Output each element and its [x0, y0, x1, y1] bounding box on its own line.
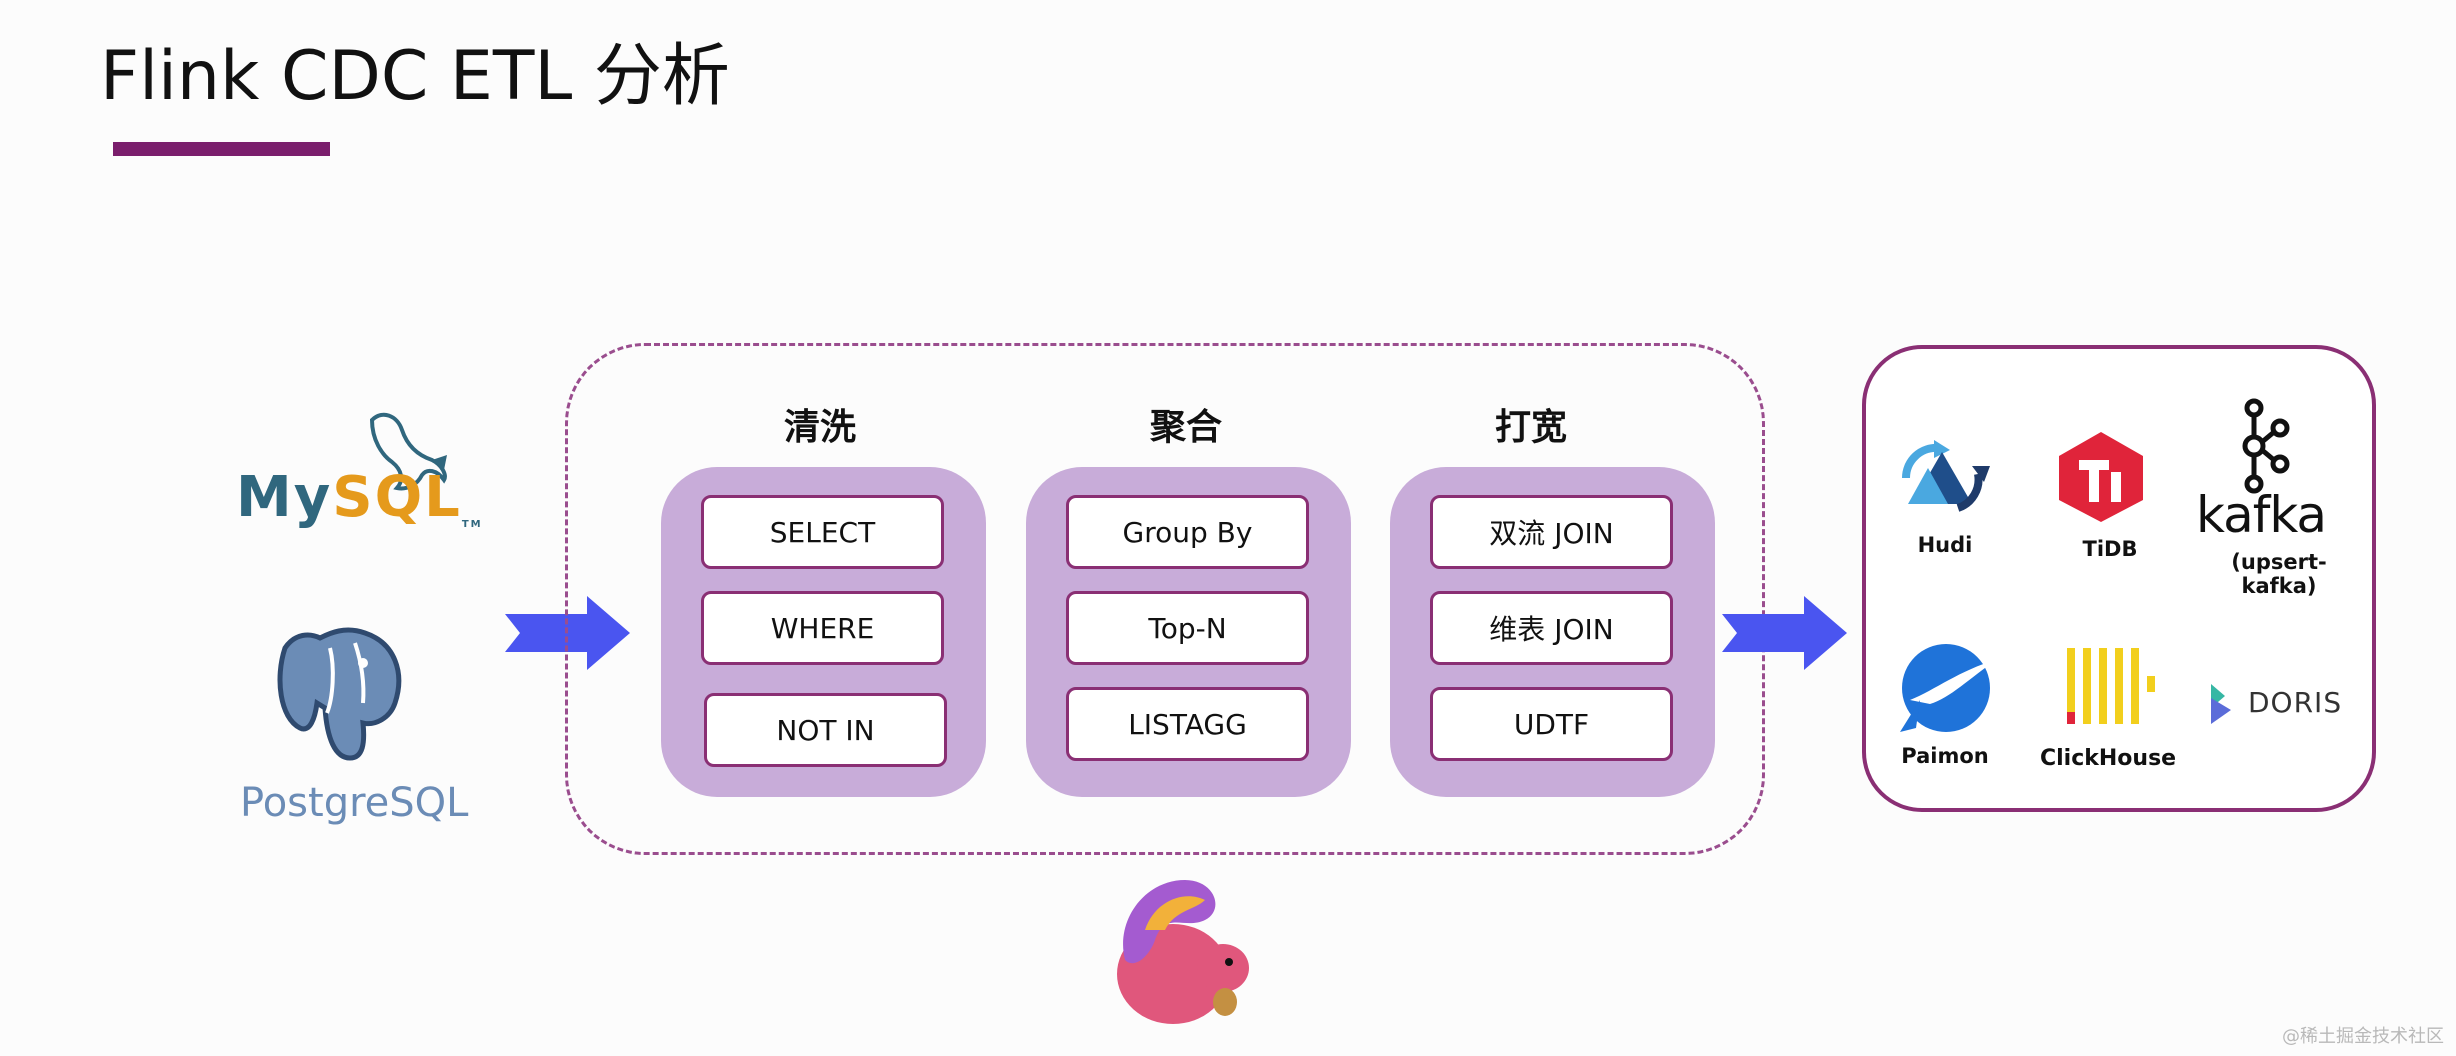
postgresql-elephant-icon	[277, 627, 402, 761]
op-udtf: UDTF	[1430, 687, 1673, 761]
mysql-dolphin-icon	[369, 412, 447, 491]
sink-label-doris: DORIS	[2248, 686, 2343, 719]
sink-label-clickhouse: ClickHouse	[2040, 746, 2177, 771]
watermark: @稀土掘金技术社区	[2282, 1026, 2444, 1047]
op-dim-table-join: 维表 JOIN	[1430, 591, 1673, 665]
column-title-widen: 打宽	[1494, 407, 1567, 448]
mysql-sql: SQL	[332, 465, 462, 530]
column-panel-aggregate: Group By Top-N LISTAGG	[1026, 467, 1351, 797]
op-where: WHERE	[701, 591, 944, 665]
op-group-by: Group By	[1066, 495, 1309, 569]
sink-container	[1862, 345, 2376, 812]
mysql-logo-text: MySQLTM	[236, 465, 483, 530]
sink-label-kafka: kafka	[2196, 486, 2327, 544]
output-arrow-icon	[1722, 596, 1847, 670]
mysql-tm: TM	[461, 519, 483, 530]
mysql-my: My	[236, 465, 333, 530]
flink-squirrel-icon	[1117, 880, 1249, 1024]
op-dual-stream-join: 双流 JOIN	[1430, 495, 1673, 569]
column-panel-widen: 双流 JOIN 维表 JOIN UDTF	[1390, 467, 1715, 797]
kafka-icon	[2242, 398, 2290, 494]
op-not-in: NOT IN	[704, 693, 947, 767]
flink-processing-container	[565, 343, 1765, 855]
hudi-icon	[1901, 440, 1990, 512]
sink-label-hudi: Hudi	[1917, 533, 1973, 557]
title-underline	[113, 142, 330, 156]
op-top-n: Top-N	[1066, 591, 1309, 665]
postgresql-logo-text: PostgreSQL	[240, 780, 469, 826]
page-title: Flink CDC ETL 分析	[100, 37, 730, 116]
op-select: SELECT	[701, 495, 944, 569]
column-title-aggregate: 聚合	[1149, 407, 1222, 448]
sink-label-paimon: Paimon	[1901, 744, 1989, 768]
clickhouse-icon	[2067, 648, 2155, 724]
op-listagg: LISTAGG	[1066, 687, 1309, 761]
paimon-icon	[1900, 644, 1996, 732]
sink-label-tidb: TiDB	[2082, 537, 2138, 561]
tidb-icon	[2059, 432, 2143, 522]
column-panel-cleanse: SELECT WHERE NOT IN	[661, 467, 986, 797]
sink-label-kafka-sub: (upsert-kafka)	[2231, 550, 2327, 598]
doris-icon	[2211, 684, 2231, 724]
column-title-cleanse: 清洗	[783, 407, 856, 448]
